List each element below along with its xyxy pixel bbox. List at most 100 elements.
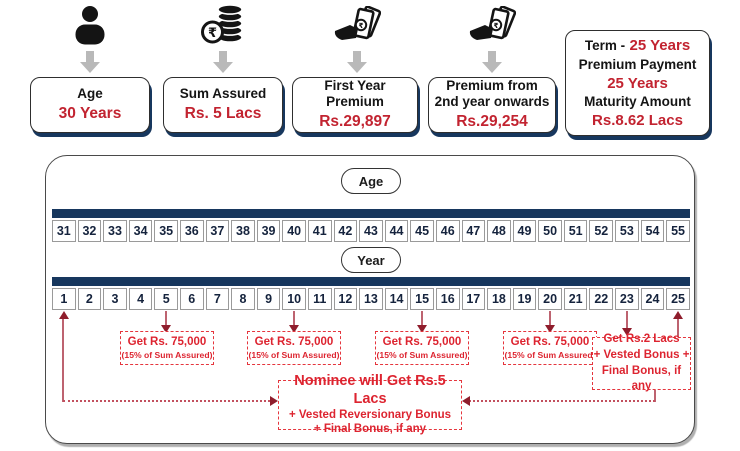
year-cell: 25 (666, 288, 690, 310)
year-cell: 1 (52, 288, 76, 310)
age-cell: 51 (563, 220, 588, 242)
year-bar (52, 277, 690, 286)
survival-benefit-amount: Get Rs. 75,000 (127, 335, 207, 348)
year-cell: 15 (410, 288, 434, 310)
maturity-amount-value: Rs.8.62 Lacs (592, 111, 683, 129)
term-label: Term - (584, 37, 626, 53)
year-cell: 19 (512, 288, 537, 310)
age-pill-label: Age (358, 173, 384, 189)
maturity-benefit-box: Get Rs.2 Lacs + Vested Bonus + Final Bon… (592, 333, 691, 392)
maturity-benefit-line: Final Bonus, if any (601, 364, 682, 393)
age-cell: 46 (435, 220, 460, 242)
survival-benefit-box-year5: Get Rs. 75,000 (15% of Sum Assured) (120, 331, 214, 365)
age-cell: 52 (589, 220, 614, 242)
rupee-coins-icon: ₹ (201, 4, 243, 44)
year-cell: 17 (461, 288, 486, 310)
year23-arrow-icon (622, 328, 632, 336)
age-cell: 40 (282, 220, 306, 242)
age-cell: 35 (154, 220, 178, 242)
year-pill: Year (341, 247, 401, 273)
premium-payment-label: Premium Payment (578, 57, 697, 73)
year23-connector (626, 311, 628, 329)
year15-arrow-icon (417, 325, 427, 333)
down-arrow-icon (482, 51, 502, 74)
year-cell: 16 (435, 288, 460, 310)
survival-benefit-box-year15: Get Rs. 75,000 (15% of Sum Assured) (375, 331, 469, 365)
age-cell: 47 (461, 220, 486, 242)
age-card-label: Age (77, 85, 103, 101)
age-cell: 49 (512, 220, 537, 242)
death-benefit-box: Nominee will Get Rs.5 Lacs + Vested Reve… (278, 373, 462, 435)
age-cell: 55 (666, 220, 690, 242)
year-cell: 23 (615, 288, 639, 310)
survival-benefit-amount: Get Rs. 75,000 (254, 335, 334, 348)
year-cell: 7 (205, 288, 230, 310)
death-benefit-left-arrow-icon (270, 396, 278, 406)
death-benefit-amount: Nominee will Get Rs.5 Lacs (294, 373, 446, 407)
age-cell: 53 (615, 220, 639, 242)
svg-text:₹: ₹ (208, 26, 217, 41)
age-cell: 36 (179, 220, 204, 242)
year-cell: 3 (103, 288, 127, 310)
premium-payment-value: 25 Years (607, 74, 668, 92)
death-benefit-bonus-line: + Final Bonus, if any (313, 423, 427, 436)
year-cell: 22 (589, 288, 614, 310)
year-cell: 2 (77, 288, 102, 310)
year-cell: 9 (256, 288, 281, 310)
maturity-box-connector (654, 390, 656, 402)
age-bar (52, 209, 690, 218)
first-year-premium-value: Rs.29,897 (319, 113, 391, 131)
death-benefit-right-dotted-line (469, 400, 655, 402)
year-pill-label: Year (357, 252, 385, 268)
age-card-value: 30 Years (58, 105, 122, 123)
age-cell: 32 (77, 220, 102, 242)
age-cell: 31 (52, 220, 76, 242)
year-cell: 10 (282, 288, 306, 310)
age-cell: 42 (333, 220, 358, 242)
svg-text:₹: ₹ (359, 22, 364, 30)
svg-text:₹: ₹ (494, 22, 499, 30)
year-cell: 21 (563, 288, 588, 310)
year-cell: 13 (359, 288, 383, 310)
year-cell: 18 (487, 288, 511, 310)
age-cell: 39 (256, 220, 281, 242)
sum-assured-card: Sum Assured Rs. 5 Lacs (163, 77, 283, 133)
year25-arrow-icon (673, 311, 683, 319)
age-cell: 37 (205, 220, 230, 242)
first-year-premium-label: First Year Premium (324, 77, 386, 109)
down-arrow-icon (347, 51, 367, 74)
age-cell: 45 (410, 220, 434, 242)
age-pill: Age (341, 168, 401, 194)
death-benefit-left-dotted-line (63, 400, 270, 402)
death-benefit-right-arrow-icon (462, 396, 470, 406)
year10-arrow-icon (289, 325, 299, 333)
year20-arrow-icon (545, 325, 555, 333)
hand-money-icon: ₹ (469, 6, 516, 40)
survival-benefit-note: (15% of Sum Assured) (504, 349, 596, 360)
year25-connector (677, 319, 679, 337)
summary-card: Term - 25 Years Premium Payment 25 Years… (565, 30, 710, 136)
maturity-amount-label: Maturity Amount (584, 94, 691, 110)
renewal-premium-card: Premium from 2nd year onwards Rs.29,254 (428, 77, 556, 133)
year-cell: 6 (179, 288, 204, 310)
first-year-premium-card: First Year Premium Rs.29,897 (292, 77, 418, 133)
year-cell: 4 (128, 288, 153, 310)
renewal-premium-value: Rs.29,254 (456, 113, 528, 131)
age-cell: 43 (359, 220, 383, 242)
sum-assured-value: Rs. 5 Lacs (184, 105, 262, 123)
year-cell: 20 (538, 288, 562, 310)
age-cell: 38 (231, 220, 255, 242)
year5-arrow-icon (161, 325, 171, 333)
year-cell: 12 (333, 288, 358, 310)
death-benefit-bonus-line: + Vested Reversionary Bonus (288, 409, 452, 422)
age-cell: 50 (538, 220, 562, 242)
renewal-premium-label-line1: Premium from (446, 77, 538, 93)
hand-money-icon: ₹ (334, 6, 381, 40)
year-cell: 24 (640, 288, 665, 310)
year-cell: 14 (384, 288, 409, 310)
year20-connector (549, 311, 551, 326)
sum-assured-label: Sum Assured (179, 85, 267, 101)
